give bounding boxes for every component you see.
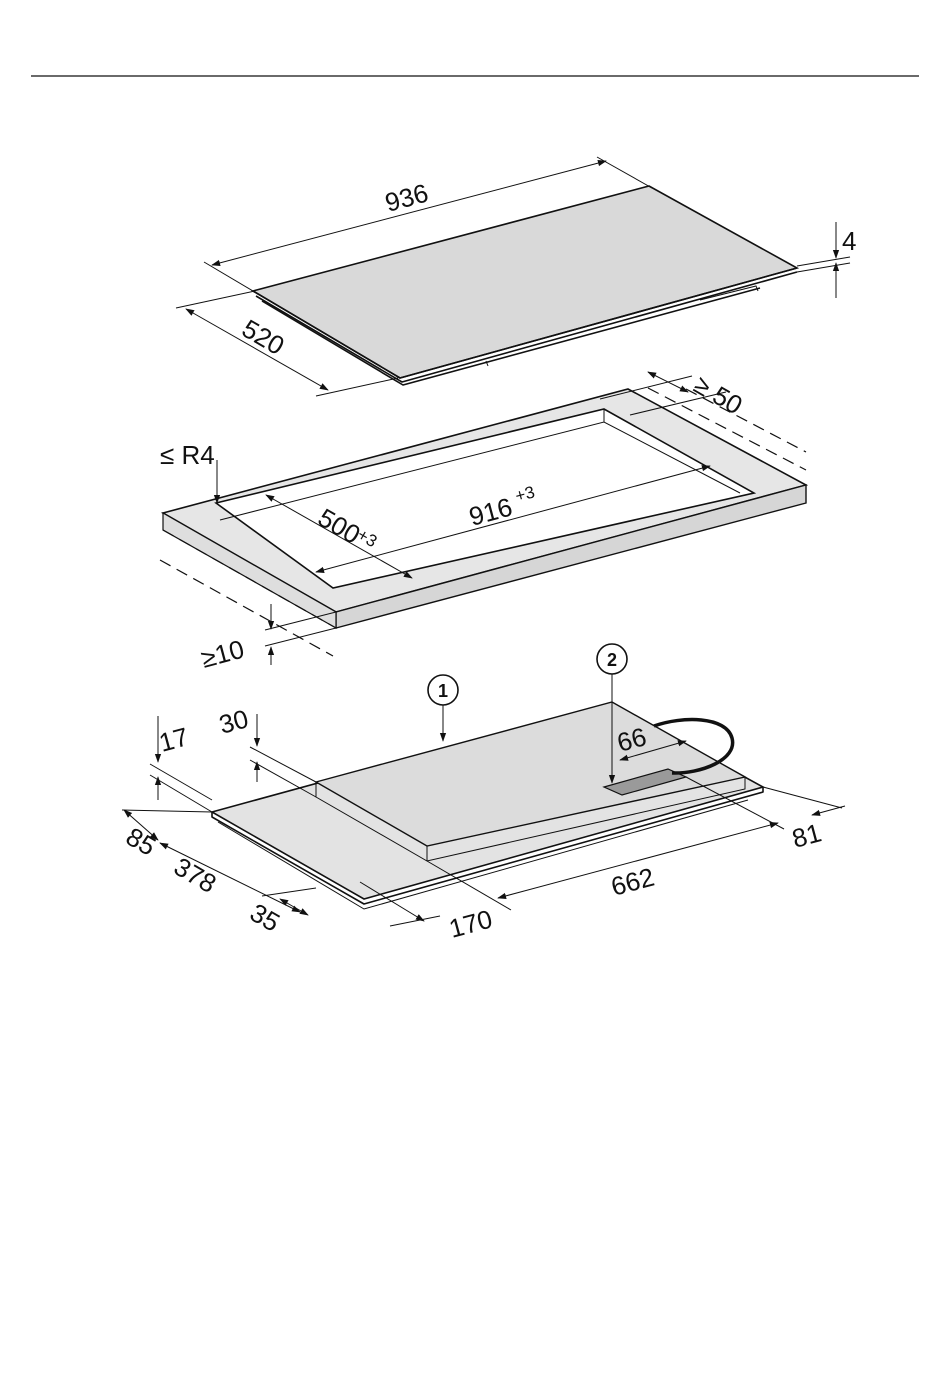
dim-916-tolerance: +3: [513, 482, 537, 505]
dim-81-label: 81: [789, 817, 825, 853]
hob-underside-view: 1 2 17 30 66 85 378 35 17: [121, 644, 845, 944]
dim-936-label: 936: [382, 178, 432, 218]
dim-30-ext-1: [250, 747, 316, 782]
dim-85-label: 85: [121, 821, 161, 861]
dim-378-label: 378: [169, 851, 222, 899]
dim-35-label: 35: [245, 897, 285, 937]
dim-17-label: 17: [156, 721, 192, 757]
hob-top-view: 936 520 4: [176, 157, 856, 396]
dim-170-ext: [390, 916, 440, 926]
dim-10-label: ≥10: [198, 634, 247, 674]
dim-170-label: 170: [446, 904, 496, 944]
dim-17-ext-2: [150, 775, 212, 812]
dim-4-label: 4: [842, 226, 856, 256]
dim-35-ext: [262, 888, 316, 896]
dim-81-ext: [763, 787, 842, 808]
dim-30-ext-2: [250, 760, 316, 797]
dim-662-label: 662: [608, 862, 658, 902]
dim-50-line: [648, 372, 688, 392]
dim-520-ext-left: [176, 291, 255, 308]
dim-81-line: [812, 806, 845, 815]
dim-916-label: 916: [466, 492, 516, 532]
dim-r4-label: ≤ R4: [160, 440, 215, 470]
dim-936-ext-left: [204, 262, 258, 294]
dim-85-ext: [122, 810, 212, 812]
worktop-cutout-view: ≤ R4 ≥ 50 500 +3 916 +3 ≥10: [160, 369, 806, 674]
dim-17-ext-1: [150, 764, 212, 800]
dim-520-ext-right: [316, 378, 398, 396]
worktop-front-face: [336, 485, 806, 628]
dim-50-label: ≥ 50: [689, 369, 748, 420]
callout-2-label: 2: [607, 650, 617, 670]
callout-1-label: 1: [438, 681, 448, 701]
dim-520-label: 520: [237, 313, 290, 361]
dim-10-ext-bottom: [265, 628, 336, 646]
hob-glass-surface: [253, 186, 797, 378]
dim-30-label: 30: [216, 703, 252, 739]
